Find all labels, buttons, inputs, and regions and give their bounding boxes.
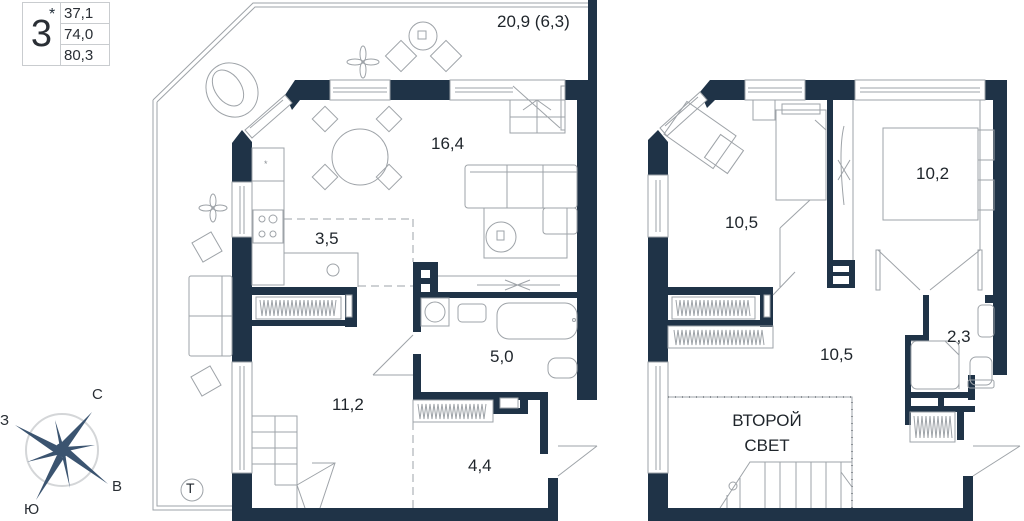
compass-south: Ю bbox=[24, 501, 40, 518]
second-floor-wardrobes bbox=[667, 271, 796, 349]
total-area-with-terrace: 80,3 bbox=[64, 47, 94, 64]
first-floor-windows bbox=[231, 79, 566, 474]
svg-text:*: * bbox=[264, 159, 268, 169]
bedroom-2-furniture bbox=[837, 100, 995, 291]
upper-bathroom-area-label: 2,3 bbox=[947, 327, 971, 346]
bathroom-area-label: 5,0 bbox=[490, 347, 514, 366]
staircase-first-floor bbox=[251, 415, 336, 509]
total-area: 74,0 bbox=[61, 24, 109, 45]
terrace-marker: T bbox=[186, 480, 195, 496]
second-light-label: ВТОРОЙ СВЕТ bbox=[712, 408, 822, 458]
second-floor-walls bbox=[648, 80, 1007, 521]
staircase-second-floor bbox=[719, 461, 853, 509]
second-floor-windows bbox=[647, 79, 986, 474]
terrace-wall-right bbox=[588, 0, 597, 80]
terrace-door bbox=[509, 85, 566, 134]
vestibule-area-label: 4,4 bbox=[468, 456, 492, 475]
compass-rose bbox=[15, 412, 108, 500]
terrace-area-label: 20,9 (6,3) bbox=[497, 12, 570, 31]
bedroom-1-area-label: 10,5 bbox=[725, 213, 759, 232]
dining-set bbox=[311, 105, 403, 191]
apartment-badge: 3 * 37,1 74,0 80,3 bbox=[22, 2, 110, 66]
living-room-area-label: 16,4 bbox=[431, 134, 465, 153]
kitchen-area-label: 3,5 bbox=[315, 229, 339, 248]
bedroom-2-area-label: 10,2 bbox=[916, 164, 950, 183]
first-floor: * bbox=[152, 0, 598, 521]
hall-area-label: 11,2 bbox=[332, 395, 364, 414]
terrace-outline bbox=[152, 2, 592, 511]
entrance-door bbox=[557, 445, 598, 477]
compass-east: В bbox=[112, 478, 123, 495]
kitchen-units: * bbox=[251, 147, 414, 320]
bathroom-fixtures bbox=[372, 297, 578, 379]
second-light-line-2: СВЕТ bbox=[744, 436, 790, 455]
second-floor-balcony-door bbox=[972, 445, 1021, 477]
second-light-line-1: ВТОРОЙ bbox=[732, 411, 802, 430]
room-count: 3 bbox=[23, 3, 61, 65]
compass-north: С bbox=[92, 386, 103, 403]
living-area: 37,1 bbox=[61, 3, 109, 24]
terrace-furniture bbox=[180, 21, 463, 502]
second-floor-bathroom-fixtures bbox=[909, 304, 995, 443]
first-floor-walls bbox=[232, 80, 597, 521]
bedroom-1-furniture bbox=[663, 99, 827, 287]
upper-hall-area-label: 10,5 bbox=[820, 345, 854, 364]
terrace-marker-circle bbox=[180, 478, 204, 502]
second-light-void bbox=[668, 396, 853, 508]
compass-west: З bbox=[0, 412, 10, 429]
room-count-marker: * bbox=[49, 6, 56, 23]
area-list: 37,1 74,0 80,3 bbox=[61, 3, 109, 65]
second-floor bbox=[647, 79, 1021, 521]
hall-wardrobe bbox=[412, 397, 519, 508]
sofa bbox=[438, 164, 578, 291]
